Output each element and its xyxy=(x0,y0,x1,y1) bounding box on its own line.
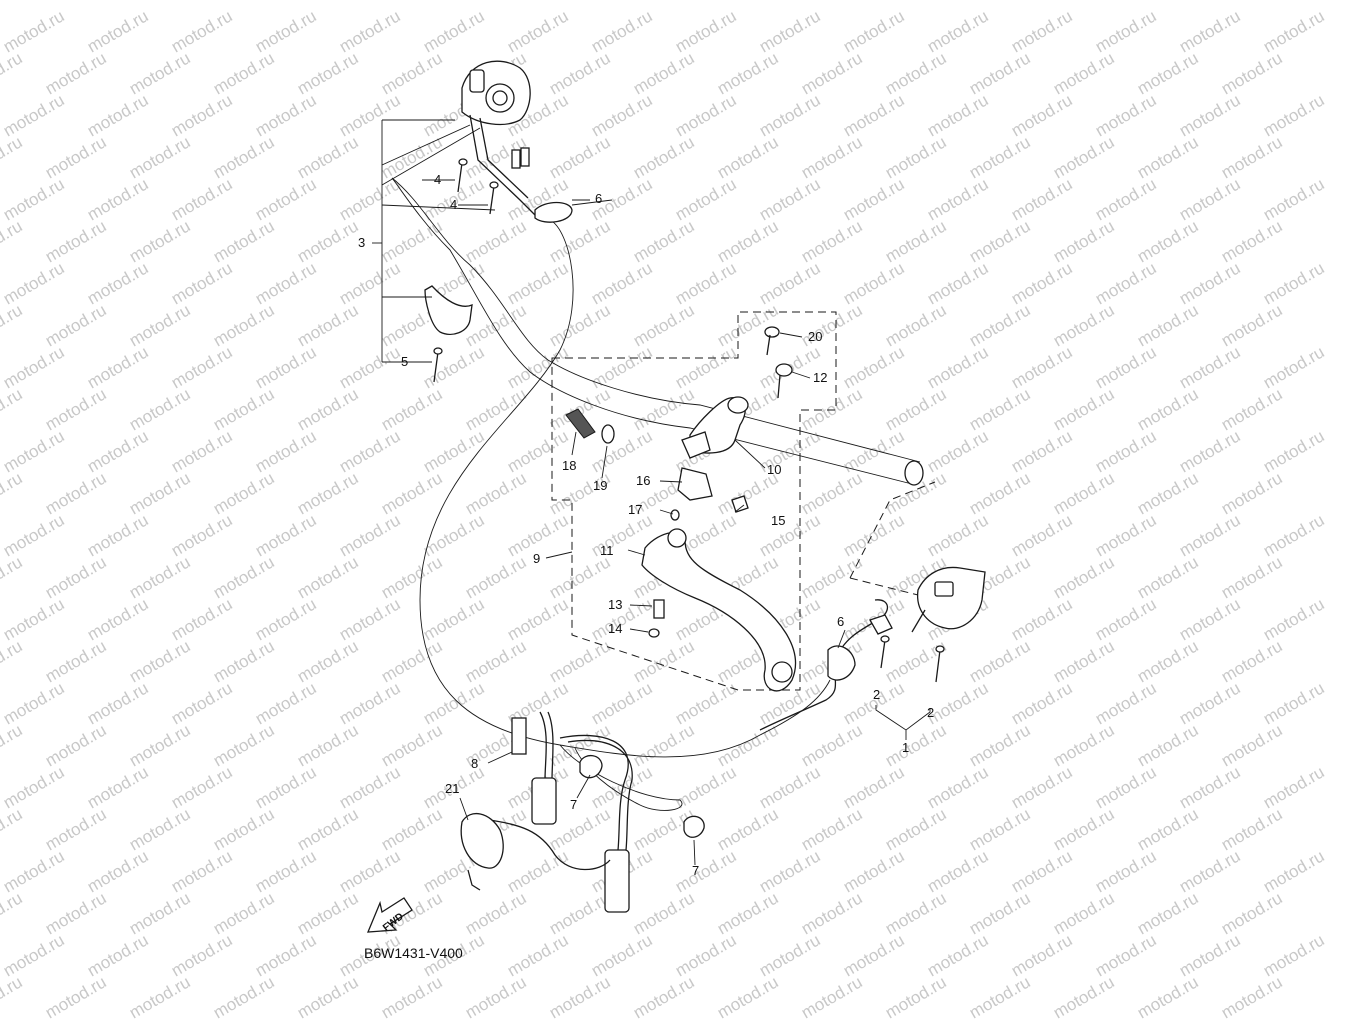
lever-holder xyxy=(681,396,749,459)
lower-harness xyxy=(460,711,705,913)
callout-19: 19 xyxy=(593,478,608,493)
switch-lower-half xyxy=(424,285,473,335)
lever-assembly-box xyxy=(551,311,837,691)
callout-7a: 7 xyxy=(570,797,578,812)
clutch-cable xyxy=(419,219,831,758)
callout-7b: 7 xyxy=(692,863,700,878)
adjuster-18 xyxy=(565,408,596,439)
bracket-3 xyxy=(372,119,590,363)
callout-16: 16 xyxy=(636,473,651,488)
band-21 xyxy=(460,812,504,869)
right-switch xyxy=(911,566,986,633)
callout-6a: 6 xyxy=(595,191,603,206)
callout-20: 20 xyxy=(808,329,823,344)
callout-14: 14 xyxy=(608,621,623,636)
callout-6b: 6 xyxy=(837,614,845,629)
spring-17 xyxy=(670,509,680,521)
callout-10: 10 xyxy=(767,462,782,477)
ref-line-a xyxy=(849,481,936,579)
clutch-lever xyxy=(641,528,797,692)
handlebar xyxy=(391,177,924,486)
callout-21: 21 xyxy=(445,781,460,796)
callout-1: 1 xyxy=(902,740,910,755)
collar-13 xyxy=(653,599,665,619)
screw-2a xyxy=(880,639,886,669)
screw-2b xyxy=(935,649,941,683)
leader-lines xyxy=(459,199,846,866)
left-switch-assembly xyxy=(461,60,573,223)
callout-8: 8 xyxy=(471,756,479,771)
nut-15 xyxy=(731,495,749,513)
switch-16 xyxy=(677,467,713,501)
callout-15: 15 xyxy=(771,513,786,528)
handlebar-end xyxy=(904,460,924,486)
ring-14 xyxy=(648,628,660,638)
callout-3: 3 xyxy=(358,235,366,250)
callout-9: 9 xyxy=(533,551,541,566)
callout-4b: 4 xyxy=(450,197,458,212)
connector-8 xyxy=(511,717,527,755)
bolt-12 xyxy=(775,363,793,399)
callout-2b: 2 xyxy=(927,705,935,720)
fwd-arrow-icon xyxy=(366,897,413,933)
callout-5: 5 xyxy=(401,354,409,369)
screws-4 xyxy=(457,158,499,215)
callout-4a: 4 xyxy=(434,172,442,187)
callout-18: 18 xyxy=(562,458,577,473)
callout-11: 11 xyxy=(600,543,614,558)
grommet-6b xyxy=(827,645,856,681)
nut-19 xyxy=(601,424,615,444)
bolt-20 xyxy=(764,326,780,356)
ref-line-b xyxy=(849,577,919,596)
clamp-7a xyxy=(579,755,603,779)
callout-13: 13 xyxy=(608,597,623,612)
callout-12: 12 xyxy=(813,370,828,385)
callout-2a: 2 xyxy=(873,687,881,702)
screw-5 xyxy=(433,351,439,383)
diagram-code: B6W1431-V400 xyxy=(364,945,463,961)
clamp-7b xyxy=(683,815,705,838)
callout-17: 17 xyxy=(628,502,643,517)
